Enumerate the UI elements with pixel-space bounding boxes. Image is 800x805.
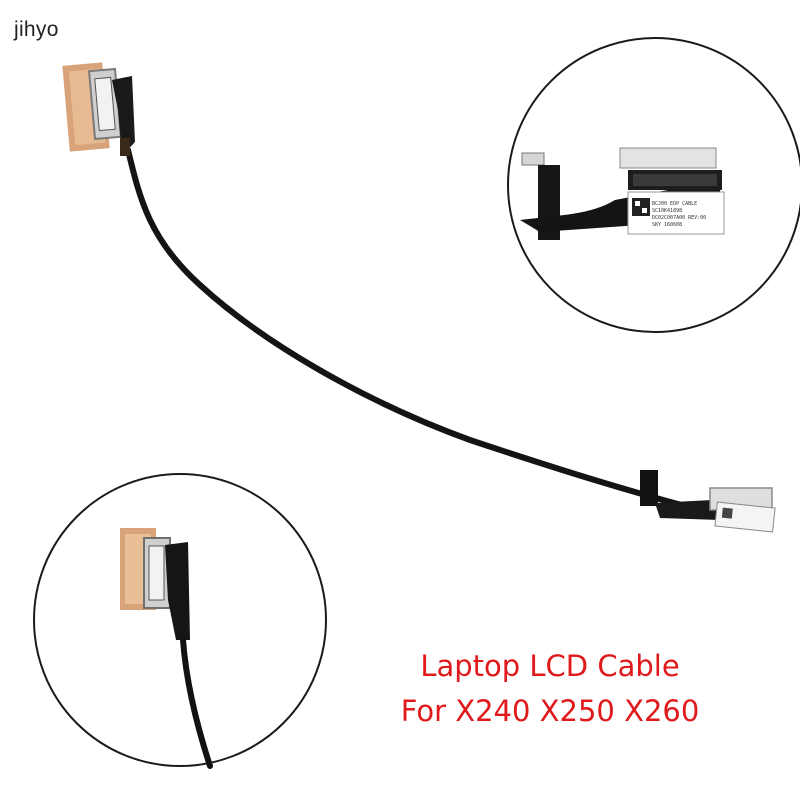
cable-label: BCJ00 EDP CABLE SC10K41898 DC02C007A00 R… <box>652 201 706 228</box>
label-line-2: SC10K41898 <box>652 208 682 214</box>
bottom-connector <box>640 470 776 533</box>
label-line-4: SKY 160608 <box>652 222 682 228</box>
label-line-3: DC02C007A00 REV:00 <box>652 215 706 221</box>
connector-detail-inset-bottom <box>33 473 327 769</box>
caption-line-2: For X240 X250 X260 <box>400 694 700 728</box>
caption-line-1: Laptop LCD Cable <box>420 649 680 683</box>
product-caption: Laptop LCD Cable For X240 X250 X260 <box>340 644 760 734</box>
top-connector <box>62 62 135 156</box>
lcd-cable <box>125 147 723 518</box>
brand-watermark: jihyo <box>14 18 59 41</box>
connector-detail-inset-top <box>507 37 800 333</box>
label-line-1: BCJ00 EDP CABLE <box>652 201 697 207</box>
